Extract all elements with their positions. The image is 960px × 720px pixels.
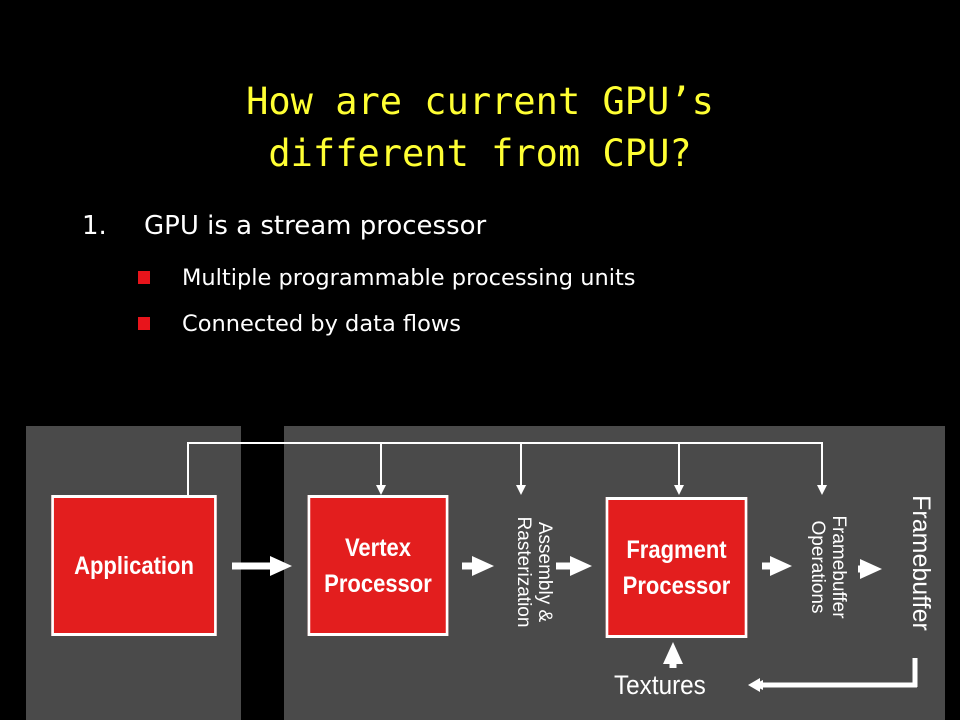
title-line-1: How are current GPU’s	[246, 80, 714, 123]
assembly-rasterization-label: Assembly & Rasterization	[509, 497, 555, 647]
fbops-line-1: Framebuffer	[828, 515, 849, 619]
top-bus	[187, 442, 827, 495]
framebuffer-operations-label: Framebuffer Operations	[803, 505, 849, 629]
assembly-line-2: Rasterization	[513, 516, 534, 628]
application-box: Application	[51, 495, 217, 636]
framebuffer-text: Framebuffer	[907, 495, 935, 631]
assembly-line-1: Assembly &	[534, 521, 555, 623]
bullet-number: 1.	[82, 211, 107, 241]
fragment-label-line-1: Fragment	[626, 535, 727, 564]
sub-bullet-text: Connected by data flows	[182, 311, 461, 337]
sub-bullet-text: Multiple programmable processing units	[182, 265, 636, 291]
title-line-2: different from CPU?	[268, 132, 692, 175]
application-label: Application	[74, 551, 194, 580]
sub-bullet-1: Multiple programmable processing units	[138, 265, 636, 291]
fbops-line-2: Operations	[807, 520, 828, 614]
bullet-text: GPU is a stream processor	[144, 211, 487, 241]
fragment-label-line-2: Processor	[622, 571, 731, 600]
vertex-label-line-1: Vertex	[344, 533, 412, 562]
slide-title: How are current GPU’s different from CPU…	[0, 76, 960, 180]
square-bullet-icon	[138, 271, 150, 284]
textures-label: Textures	[614, 670, 706, 700]
vertex-processor-box: Vertex Processor	[307, 495, 449, 636]
fragment-processor-box: Fragment Processor	[605, 497, 748, 638]
bullet-item-1: 1. GPU is a stream processor	[82, 211, 486, 241]
feedback-path	[748, 658, 918, 692]
vertex-label-line-2: Processor	[324, 569, 432, 598]
sub-bullet-2: Connected by data flows	[138, 311, 461, 337]
square-bullet-icon	[138, 317, 150, 330]
framebuffer-label: Framebuffer	[906, 491, 936, 635]
